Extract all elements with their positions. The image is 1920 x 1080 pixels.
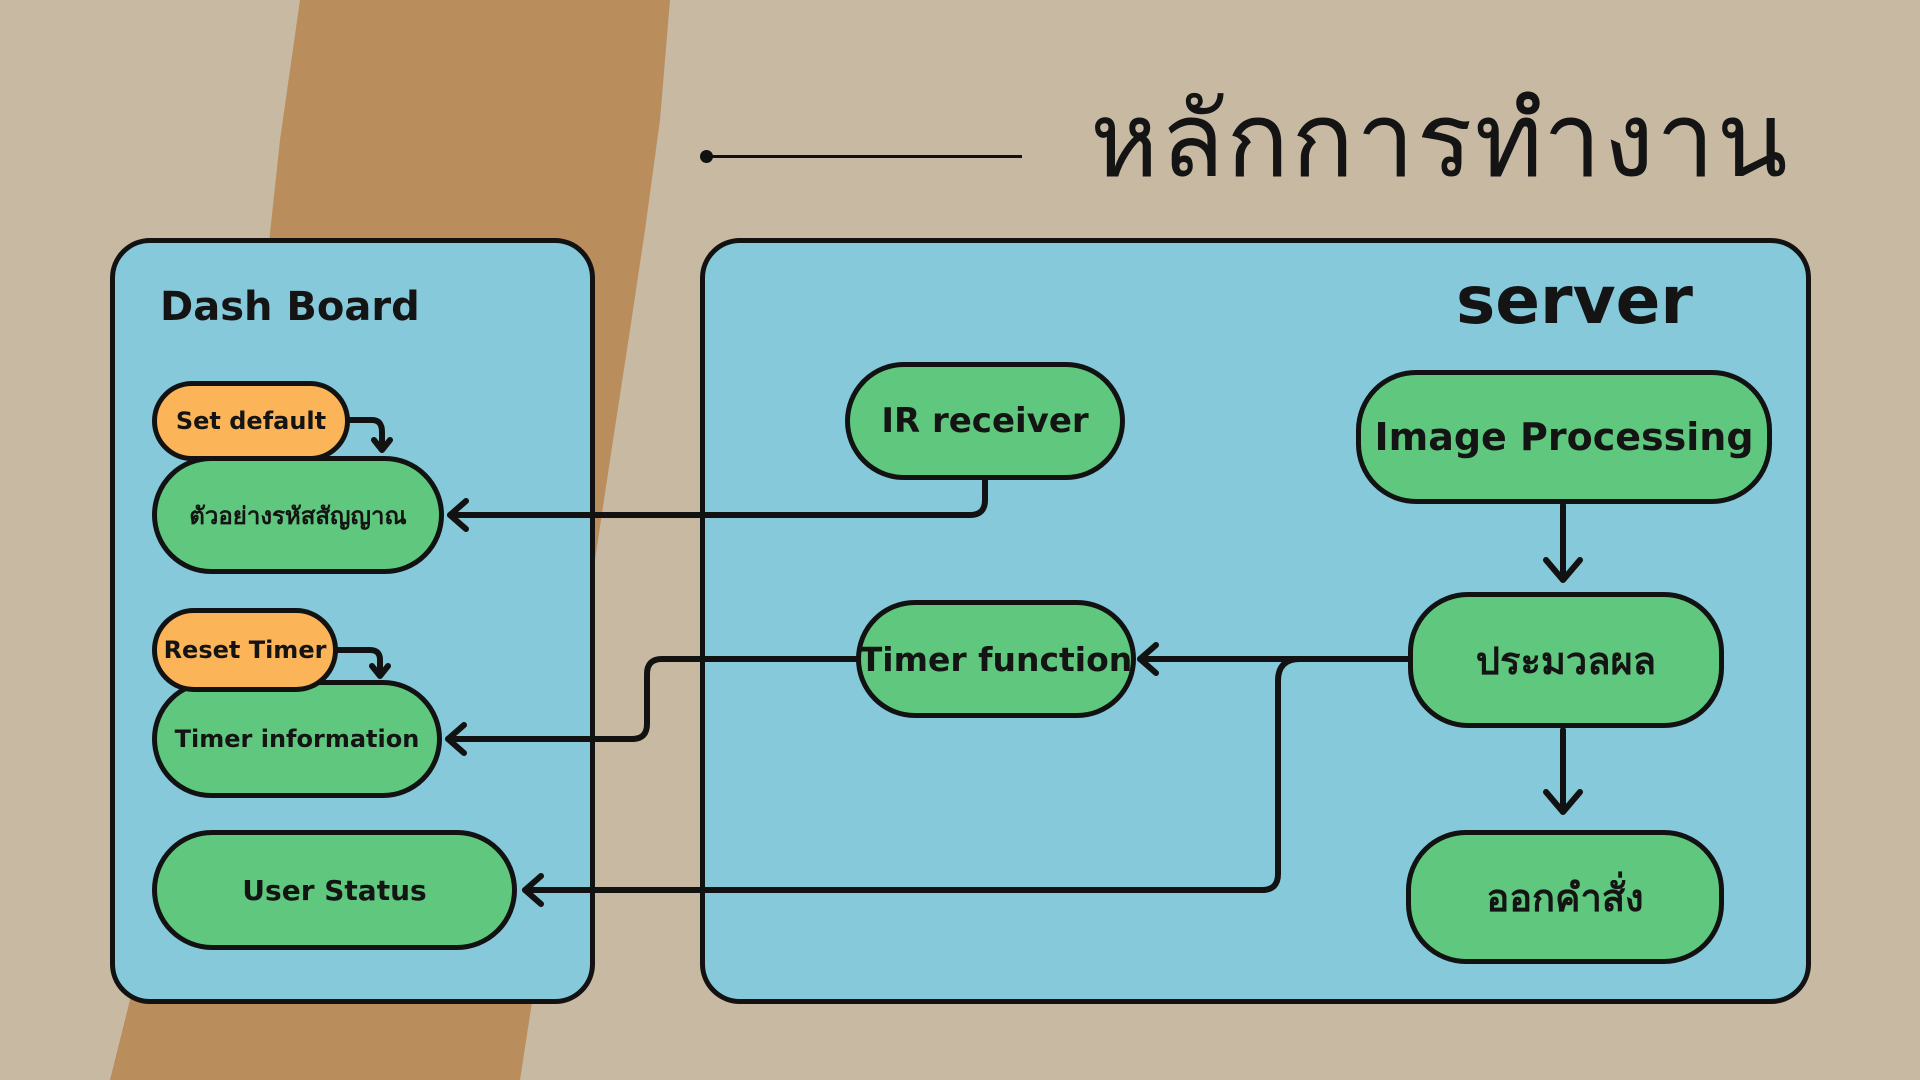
timer-information-node: Timer information [152, 680, 442, 798]
set-default-label: Set default [175, 407, 327, 435]
user-status-label: User Status [242, 873, 427, 907]
page-title: หลักการทำงาน [1090, 79, 1790, 201]
timer-function-label: Timer function [859, 639, 1133, 679]
reset-timer-node[interactable]: Reset Timer [152, 608, 338, 692]
command-node: ออกคำสั่ง [1406, 830, 1724, 964]
server-title: server [1456, 262, 1693, 339]
command-label: ออกคำสั่ง [1486, 875, 1644, 920]
dashboard-title: Dash Board [160, 284, 420, 330]
ir-receiver-label: IR receiver [881, 401, 1089, 441]
signal-example-node: ตัวอย่างรหัสสัญญาณ [152, 456, 444, 574]
image-processing-label: Image Processing [1374, 415, 1754, 459]
title-line [704, 155, 1022, 158]
process-node: ประมวลผล [1408, 592, 1724, 728]
reset-timer-label: Reset Timer [163, 636, 327, 664]
timer-function-node: Timer function [856, 600, 1136, 718]
user-status-node: User Status [152, 830, 517, 950]
set-default-node[interactable]: Set default [152, 381, 350, 461]
timer-information-label: Timer information [174, 725, 420, 753]
ir-receiver-node: IR receiver [845, 362, 1125, 480]
process-label: ประมวลผล [1475, 638, 1657, 683]
signal-example-label: ตัวอย่างรหัสสัญญาณ [189, 501, 407, 530]
image-processing-node: Image Processing [1356, 370, 1772, 504]
